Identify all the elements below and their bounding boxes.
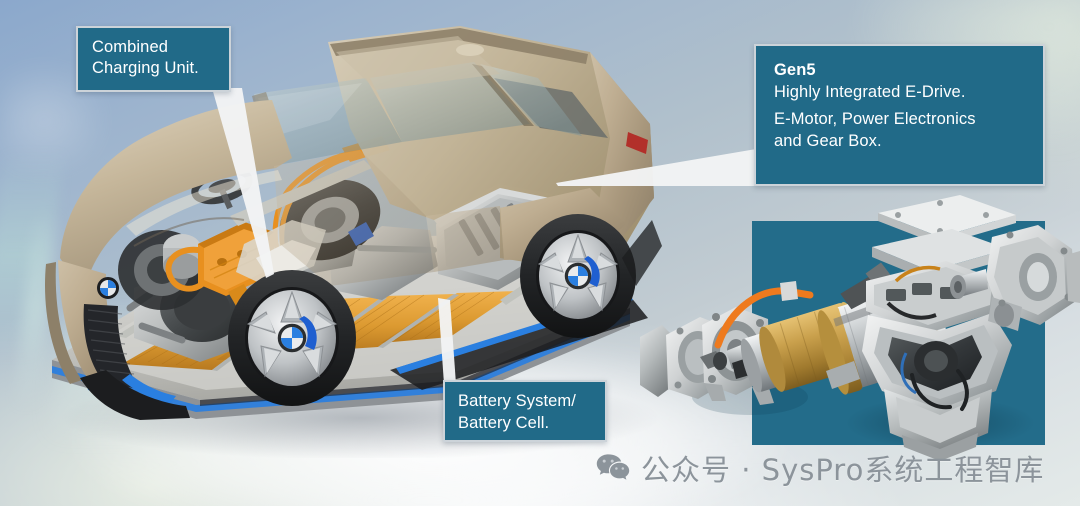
callout-battery-line-2: Battery Cell. bbox=[458, 414, 550, 432]
watermark-text: 公众号 · SysPro系统工程智库 bbox=[641, 453, 1045, 487]
callout-gen5-line-2: E-Motor, Power Electronics bbox=[774, 110, 976, 128]
callout-battery-line-1: Battery System/ bbox=[458, 392, 576, 410]
callout-gen5-text: Gen5 Highly Integrated E-Drive. E-Motor,… bbox=[774, 60, 1043, 152]
callout-combined-charging-unit[interactable]: Combined Charging Unit. bbox=[76, 26, 231, 92]
callout-gen5-line-3: and Gear Box. bbox=[774, 131, 882, 150]
callout-ccu-line-2: Charging Unit. bbox=[92, 59, 199, 77]
wechat-icon bbox=[596, 453, 630, 483]
callout-ccu-text: Combined Charging Unit. bbox=[92, 37, 229, 79]
callout-gen5[interactable]: Gen5 Highly Integrated E-Drive. E-Motor,… bbox=[754, 44, 1045, 186]
callout-battery-system[interactable]: Battery System/ Battery Cell. bbox=[443, 380, 607, 442]
callout-ccu-line-1: Combined bbox=[92, 38, 169, 56]
car-cutaway-illustration bbox=[30, 8, 730, 458]
callout-gen5-line-1: Highly Integrated E-Drive. bbox=[774, 82, 966, 101]
callout-gen5-heading: Gen5 bbox=[774, 61, 816, 79]
watermark: 公众号 · SysPro系统工程智库 bbox=[596, 446, 1044, 490]
callout-battery-text: Battery System/ Battery Cell. bbox=[458, 390, 605, 434]
edrive-exploded-illustration bbox=[640, 185, 1080, 475]
